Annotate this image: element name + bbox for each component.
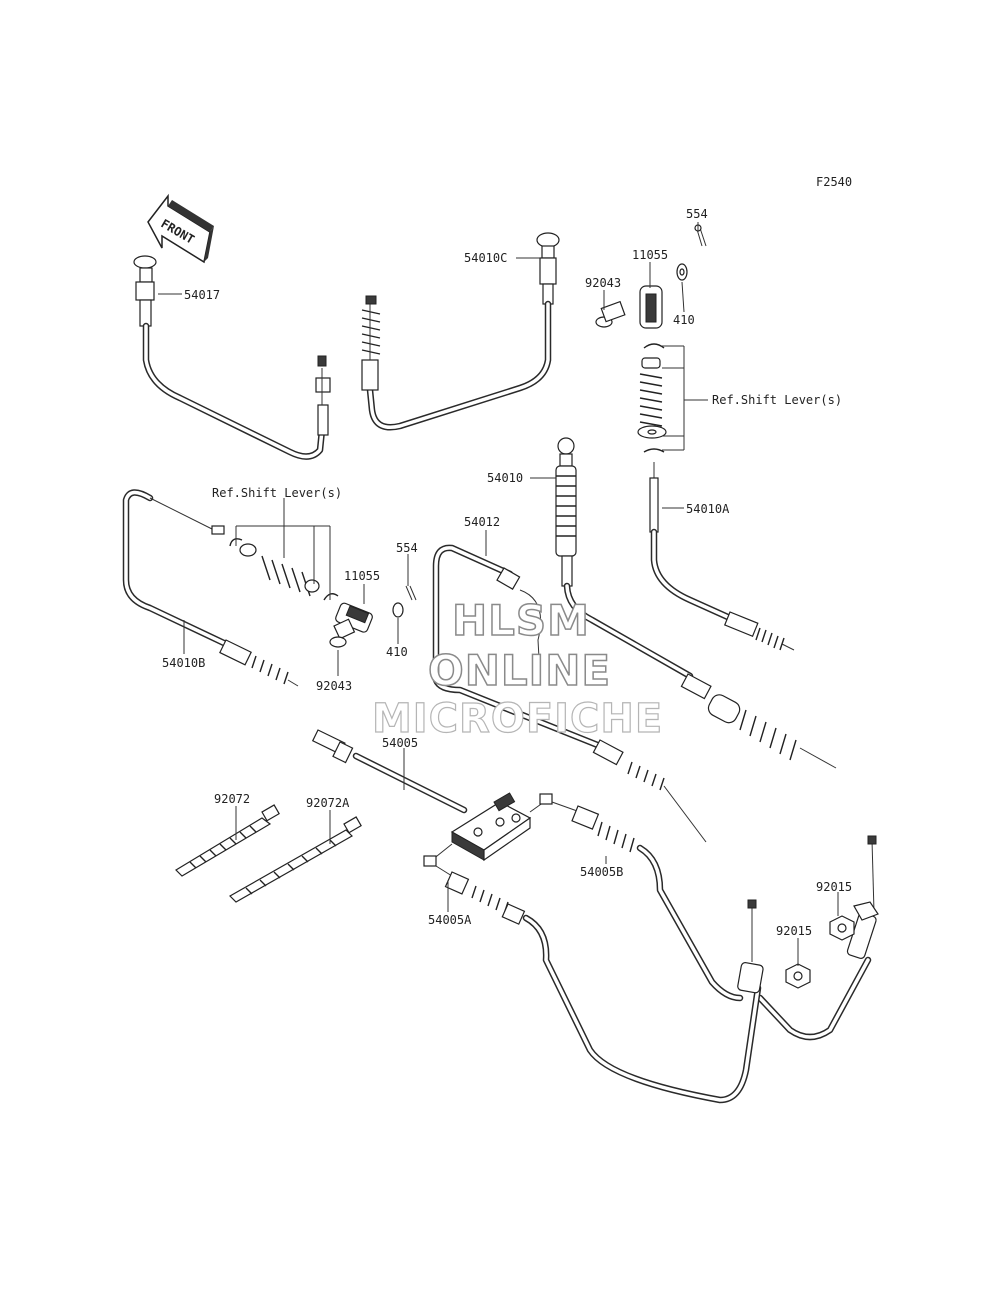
middle-left-hardware xyxy=(229,498,417,648)
nut-92015-a xyxy=(829,915,855,941)
cable-54010b xyxy=(122,489,299,687)
leader-lines xyxy=(158,222,839,966)
label-54012: 54012 xyxy=(464,515,501,529)
label-92072: 92072 xyxy=(214,792,251,806)
label-ref-shift-lever-top: Ref.Shift Lever(s) xyxy=(712,393,843,407)
cable-54010 xyxy=(555,437,837,769)
diagram-code: F2540 xyxy=(816,175,853,189)
label-54010: 54010 xyxy=(487,471,524,485)
cable-tie-92072a xyxy=(229,816,362,903)
label-92043-mid: 92043 xyxy=(316,679,353,693)
cable-54012 xyxy=(432,544,707,843)
label-410-mid: 410 xyxy=(386,645,408,659)
cable-54010c xyxy=(361,232,560,431)
label-410-top: 410 xyxy=(673,313,695,327)
label-11055-mid: 11055 xyxy=(344,569,381,583)
nut-92015-b xyxy=(785,963,811,989)
label-92015-b: 92015 xyxy=(776,924,813,938)
label-54005b: 54005B xyxy=(580,865,624,879)
label-54010b: 54010B xyxy=(162,656,206,670)
label-92043-top: 92043 xyxy=(585,276,622,290)
label-92072a: 92072A xyxy=(306,796,350,810)
front-arrow-icon: FRONT xyxy=(147,193,214,264)
label-554-mid: 554 xyxy=(396,541,418,555)
label-54005a: 54005A xyxy=(428,913,472,927)
label-92015-a: 92015 xyxy=(816,880,853,894)
cable-54010a xyxy=(649,462,795,651)
label-ref-shift-lever-left: Ref.Shift Lever(s) xyxy=(212,486,343,500)
top-right-hardware xyxy=(595,224,708,453)
cable-54017 xyxy=(133,255,331,460)
label-54005: 54005 xyxy=(382,736,419,750)
label-554-top: 554 xyxy=(686,207,708,221)
watermark-line-1: HLSM xyxy=(451,595,590,646)
label-54010c: 54010C xyxy=(464,251,508,265)
label-54017: 54017 xyxy=(184,288,221,302)
watermark-line-3: MICROFICHE xyxy=(371,695,664,742)
cable-54005 xyxy=(311,729,468,814)
cable-54005b xyxy=(551,801,879,1041)
cable-tie-92072 xyxy=(175,804,280,877)
cable-54005a xyxy=(435,865,764,1104)
label-54010a: 54010A xyxy=(686,502,730,516)
watermark-line-2: ONLINE xyxy=(427,645,612,696)
cable-junction xyxy=(423,792,553,867)
label-11055-top: 11055 xyxy=(632,248,669,262)
